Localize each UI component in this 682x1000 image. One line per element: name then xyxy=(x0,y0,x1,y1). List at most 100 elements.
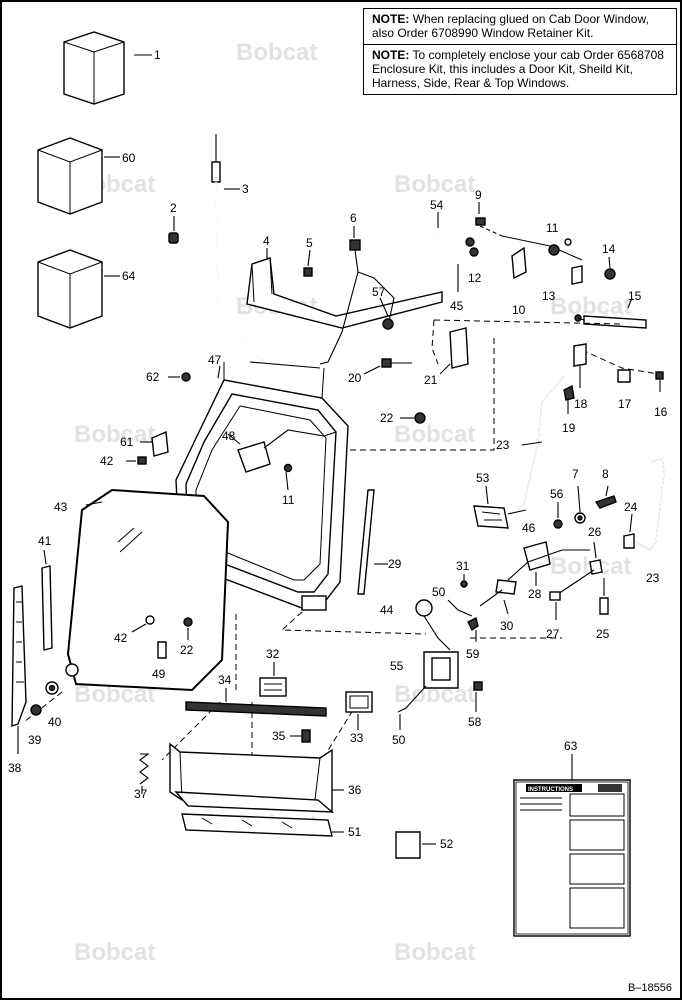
callout-label: 3 xyxy=(242,182,249,196)
callout-label: 30 xyxy=(500,619,514,633)
watermark: Bobcat xyxy=(74,421,155,448)
callout-label: 18 xyxy=(574,397,588,411)
callout-label: 35 xyxy=(272,729,286,743)
instruction-sheet-part-63: INSTRUCTIONS xyxy=(513,754,631,937)
callout-label: 15 xyxy=(628,289,642,303)
callout-label: 50 xyxy=(432,585,446,599)
callout-label: 31 xyxy=(456,559,470,573)
mat-part-51 xyxy=(181,813,344,837)
callout-label: 14 xyxy=(602,242,616,256)
callout-label: 61 xyxy=(120,435,134,449)
callout-label: 34 xyxy=(218,673,232,687)
callout-label: 22 xyxy=(380,411,394,425)
callout-label: 8 xyxy=(602,467,609,481)
nut-part-22-lower xyxy=(183,617,193,640)
seal-part-41 xyxy=(41,549,53,651)
callout-label: 54 xyxy=(430,198,444,212)
callout-label: 49 xyxy=(152,667,166,681)
callout-label: 1 xyxy=(154,48,161,62)
note-window-retainer: NOTE: When replacing glued on Cab Door W… xyxy=(364,9,676,44)
callout-label: 52 xyxy=(440,837,454,851)
callout-label: 37 xyxy=(134,787,148,801)
callout-label: 13 xyxy=(542,289,556,303)
decal-part-32 xyxy=(259,662,287,697)
callout-label: 59 xyxy=(466,647,480,661)
note-prefix: NOTE: xyxy=(372,12,410,26)
watermark: Bobcat xyxy=(550,293,631,320)
watermark: Bobcat xyxy=(236,39,317,66)
callout-label: 26 xyxy=(588,525,602,539)
callout-label: 9 xyxy=(475,188,482,202)
callout-label: 39 xyxy=(28,733,42,747)
knob-hardware-56-7-8 xyxy=(553,485,617,529)
kit-box-1 xyxy=(63,31,152,105)
callout-label: 64 xyxy=(122,269,136,283)
latch-part-53 xyxy=(473,485,527,529)
wiper-nut-part-39 xyxy=(30,704,42,716)
callout-label: 38 xyxy=(8,761,22,775)
lower-latch-parts xyxy=(447,574,517,642)
note-text: When replacing glued on Cab Door Window,… xyxy=(372,12,649,40)
bracket-part-4 xyxy=(246,248,443,329)
watermark: Bobcat xyxy=(394,421,475,448)
callout-label: 51 xyxy=(348,825,362,839)
callout-label: 62 xyxy=(146,370,160,384)
callout-label: 29 xyxy=(388,557,402,571)
callout-label: 40 xyxy=(48,715,62,729)
callout-label: 63 xyxy=(564,739,578,753)
callout-label: 4 xyxy=(263,234,270,248)
callout-label: 2 xyxy=(170,201,177,215)
rod-part-54 xyxy=(401,212,439,273)
callout-label: 41 xyxy=(38,534,52,548)
nut-part-22 xyxy=(400,412,426,424)
callout-label: 46 xyxy=(522,521,536,535)
callout-label: 57 xyxy=(372,285,386,299)
wiper-washer-part-40 xyxy=(45,663,79,695)
callout-label: 23 xyxy=(496,438,510,452)
note-enclosure-kit: NOTE: To completely enclose your cab Ord… xyxy=(364,44,676,94)
rod-part-23-right xyxy=(623,457,665,551)
bolt-part-5 xyxy=(303,249,313,277)
callout-label: 28 xyxy=(528,587,542,601)
bracket-part-21 xyxy=(439,327,469,375)
nut-part-62 xyxy=(168,372,191,382)
callout-label: 56 xyxy=(550,487,564,501)
callout-label: 16 xyxy=(654,405,668,419)
notes-box: NOTE: When replacing glued on Cab Door W… xyxy=(363,8,677,95)
callout-label: 47 xyxy=(208,353,222,367)
callout-label: 7 xyxy=(572,467,579,481)
tray-part-36 xyxy=(169,742,344,813)
watermark: Bobcat xyxy=(74,939,155,966)
callout-label: 42 xyxy=(100,454,114,468)
latch-hardware-upper xyxy=(465,202,647,329)
callout-label: 11 xyxy=(546,221,559,235)
callout-label: 33 xyxy=(350,731,364,745)
callout-label: 27 xyxy=(546,627,560,641)
callout-label: 48 xyxy=(222,429,236,443)
control-parts-44-55-58 xyxy=(397,599,483,730)
callout-label: 21 xyxy=(424,373,438,387)
latch-assembly-part-28 xyxy=(507,541,590,586)
latch-hardware-right xyxy=(563,343,664,414)
callout-label: 10 xyxy=(512,303,526,317)
callout-label: 50 xyxy=(392,733,406,747)
callout-label: 24 xyxy=(624,500,638,514)
callout-label: 11 xyxy=(282,493,295,507)
figure-reference: B–18556 xyxy=(627,982,672,994)
screw-part-42-lower xyxy=(131,615,155,633)
wiper-part-38 xyxy=(11,585,27,754)
bolt-part-20 xyxy=(363,358,412,375)
callout-label: 42 xyxy=(114,631,128,645)
seal-strip-part-34 xyxy=(185,688,327,717)
callout-label: 43 xyxy=(54,500,68,514)
callout-label: 22 xyxy=(180,643,194,657)
part-49 xyxy=(157,641,167,659)
spring-part-37 xyxy=(139,753,150,794)
hinge-part-61 xyxy=(126,430,169,465)
callout-labels: 1 60 64 2 3 4 5 6 54 9 11 12 10 14 13 15… xyxy=(8,48,668,851)
callout-label: 32 xyxy=(266,647,280,661)
watermark: Bobcat xyxy=(394,171,475,198)
callout-label: 36 xyxy=(348,783,362,797)
